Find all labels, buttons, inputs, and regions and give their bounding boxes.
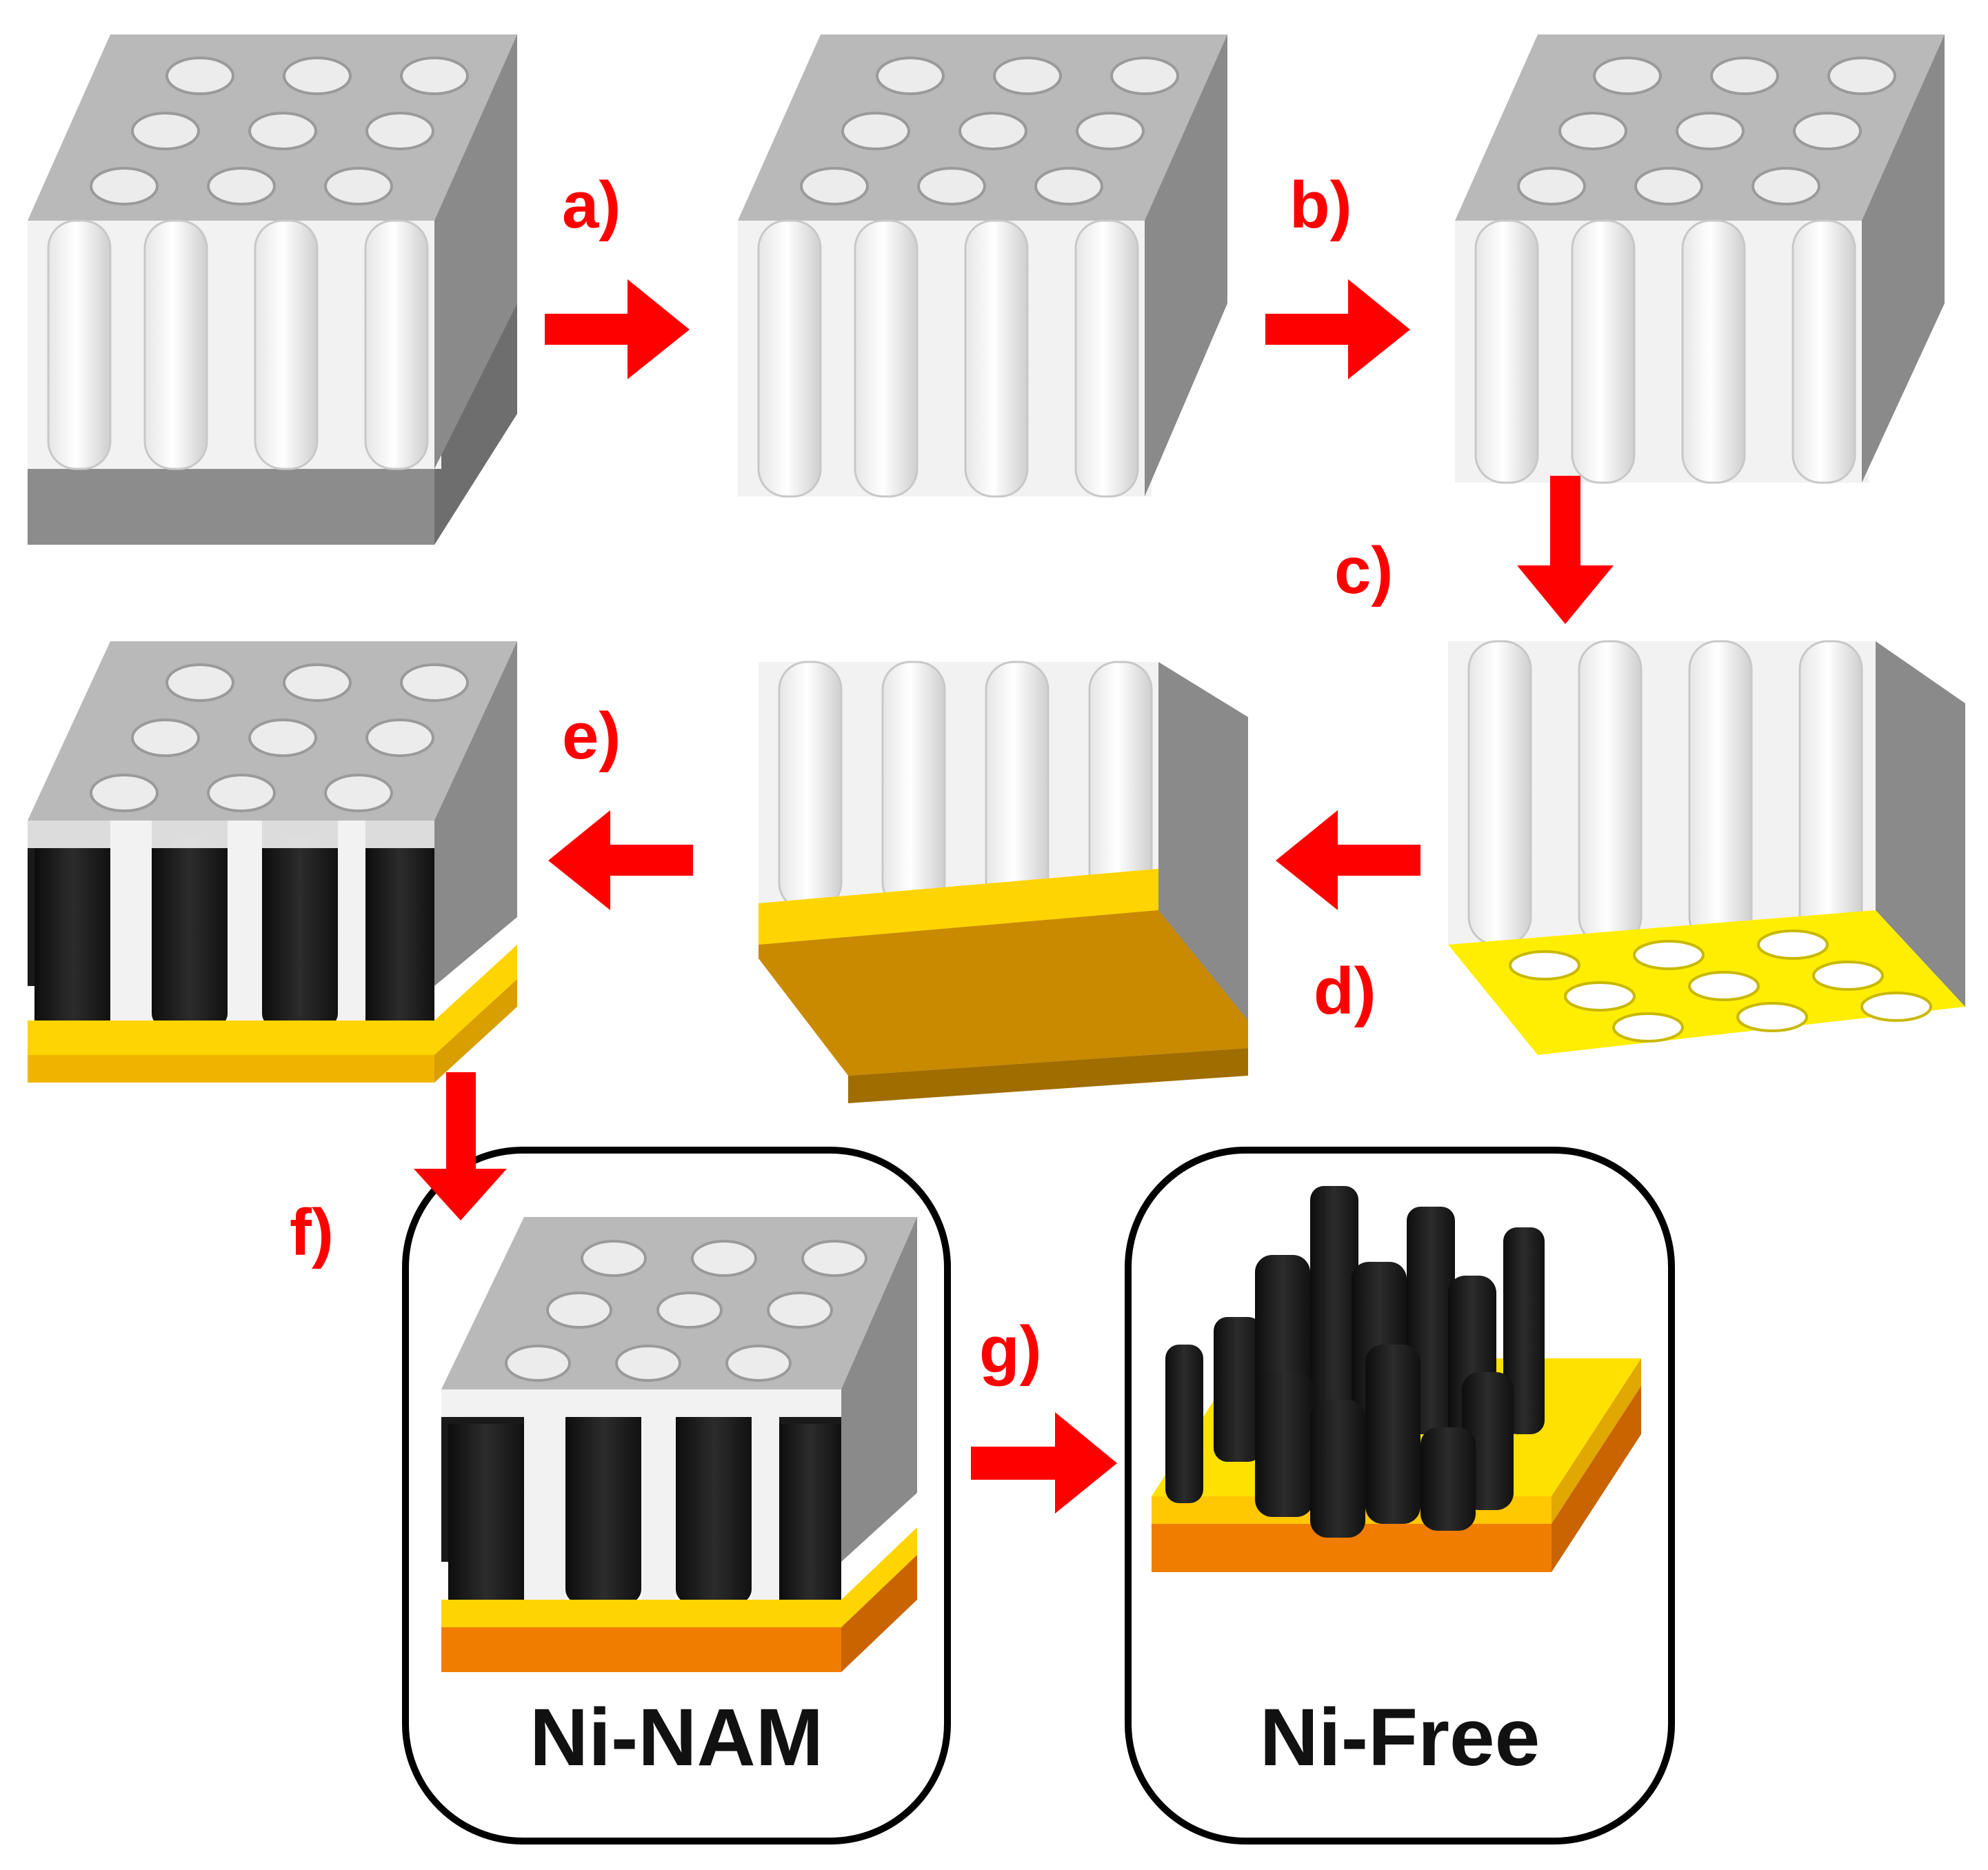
copper-layer [441, 1627, 841, 1672]
panel-aao-on-aluminum [28, 34, 517, 545]
nickel-nanorods [448, 1407, 841, 1603]
step-label-g: g) [979, 1313, 1042, 1387]
process-arrows [414, 279, 1614, 1514]
gold-layer [759, 869, 1158, 945]
arrow-a [545, 279, 690, 379]
arrow-d [1276, 810, 1420, 910]
arrow-b [1265, 279, 1410, 379]
panel-ni-free: Ni-Free [1125, 1147, 1675, 1844]
copper-layer [759, 910, 1248, 1076]
step-label-e: e) [562, 699, 621, 773]
aluminum-base [28, 303, 517, 545]
step-label-d: d) [1314, 954, 1376, 1028]
nickel-nanorods [1165, 1186, 1545, 1538]
panel-copper-backing [759, 661, 1248, 1103]
arrow-c [1517, 476, 1614, 624]
ni-nam-frame [402, 1147, 951, 1844]
arrow-e [548, 810, 693, 910]
ni-nam-label: Ni-NAM [530, 1692, 823, 1783]
ni-free-label: Ni-Free [1260, 1692, 1540, 1783]
gold-layer [28, 945, 517, 1055]
copper-layer [1152, 1524, 1552, 1572]
step-label-a: a) [562, 168, 621, 242]
panel-barrier-removed [1455, 34, 1945, 484]
arrow-g [971, 1412, 1117, 1514]
step-label-f: f) [290, 1196, 334, 1269]
panel-nickel-deposited [28, 641, 517, 1083]
step-label-b: b) [1289, 168, 1352, 242]
step-label-c: c) [1334, 534, 1393, 607]
panel-ni-nam: Ni-NAM [402, 1147, 951, 1844]
panel-aluminum-removed [738, 34, 1227, 498]
ni-free-frame [1125, 1147, 1675, 1844]
nickel-nanorods [34, 834, 434, 1027]
gold-layer [441, 1527, 917, 1627]
arrow-f [414, 1072, 507, 1220]
panel-gold-sputtered [1448, 640, 1965, 1055]
